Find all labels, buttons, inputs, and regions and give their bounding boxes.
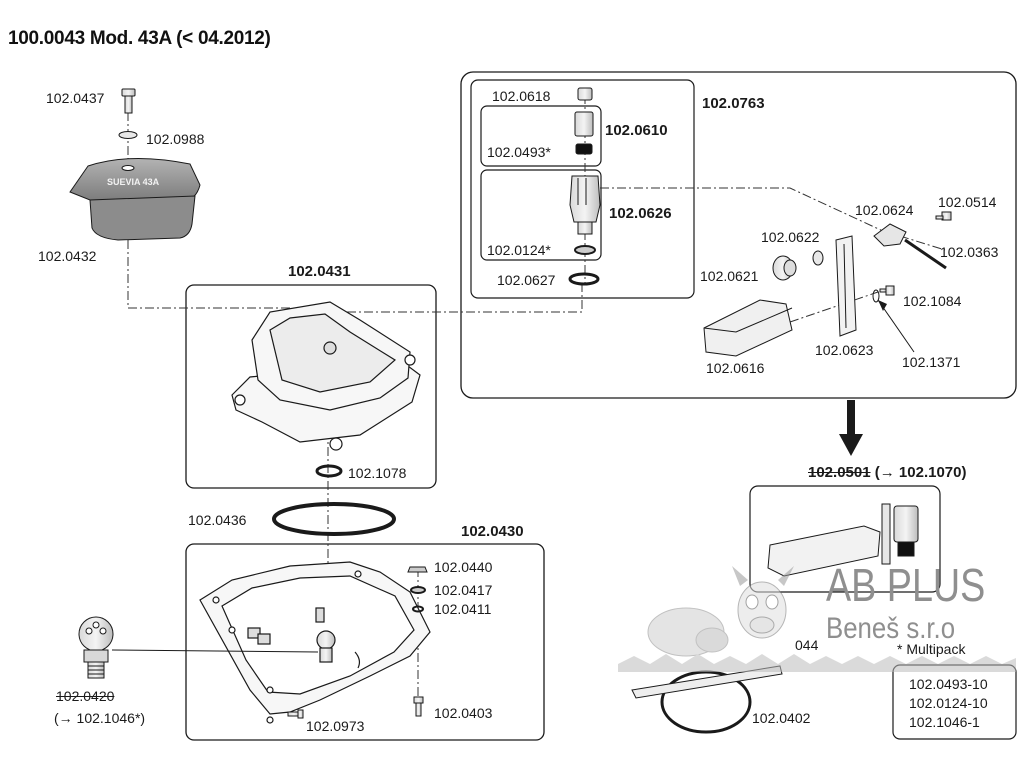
label-102-0436: 102.0436: [188, 512, 247, 528]
label-partial-044: 044: [795, 637, 819, 653]
label-102-0411: 102.0411: [434, 601, 492, 617]
paddle-102-0616: [703, 299, 793, 357]
lever-102-0624: [873, 223, 907, 247]
washer-102-0988: [118, 131, 138, 139]
assembly-line-lever: [600, 187, 886, 233]
multipack-item: 102.0493-10: [909, 676, 988, 692]
cap-102-0618: [577, 87, 593, 101]
label-102-0618: 102.0618: [492, 88, 551, 104]
label-102-0973: 102.0973: [306, 718, 365, 734]
group-label-102-0626: 102.0626: [609, 205, 672, 222]
leader-nipple: [111, 649, 319, 653]
frame-valve-group: [470, 79, 695, 299]
assembly-line-paddle: [789, 291, 879, 323]
label-102-0988: 102.0988: [146, 131, 205, 147]
group-label-102-0763: 102.0763: [702, 95, 765, 112]
label-102-0403: 102.0403: [434, 705, 493, 721]
frame-102-0763: [460, 71, 1017, 399]
pin-102-0363: [904, 238, 947, 270]
label-102-0514: 102.0514: [938, 194, 997, 210]
label-102-1046: (→ 102.1046*): [54, 710, 146, 726]
label-102-0124: 102.0124*: [487, 242, 551, 258]
valve-assembly-102-0501: [767, 503, 919, 577]
label-102-0624: 102.0624: [855, 202, 914, 218]
watermark-line2: Beneš s.r.o: [826, 612, 956, 645]
washer-102-0417: [410, 586, 426, 594]
frame-102-0626: [480, 169, 602, 261]
page-title: 100.0043 Mod. 43A (< 04.2012): [8, 28, 271, 49]
label-102-0621: 102.0621: [700, 268, 759, 284]
watermark-line1: AB PLUS: [826, 559, 986, 611]
leader-arrow-102-1371: [878, 300, 887, 311]
replacement-label: 102.0501 (→ 102.1070): [808, 465, 966, 481]
label-102-1371: 102.1371: [902, 354, 961, 370]
nipple-102-0420: [78, 616, 114, 679]
screw-102-0403: [413, 696, 424, 717]
washer-102-1371: [872, 289, 880, 303]
screw-102-1084: [879, 285, 895, 296]
label-102-0363: 102.0363: [940, 244, 999, 260]
washer-102-0411: [412, 605, 424, 613]
nut-102-0440: [407, 566, 428, 573]
bolt-102-0437: [121, 88, 136, 114]
bowl-102-0431: [231, 301, 421, 451]
replacement-old-part: 102.0501: [808, 464, 871, 481]
assembly-line-cover: [127, 240, 300, 309]
label-102-0627: 102.0627: [497, 272, 556, 288]
washer-102-0622: [812, 250, 824, 266]
rail-part: [631, 665, 783, 699]
ring-102-1078: [315, 464, 343, 478]
multipack-title: * Multipack: [897, 641, 966, 657]
label-102-0622: 102.0622: [761, 229, 820, 245]
label-102-1084: 102.1084: [903, 293, 962, 309]
seal-102-0124: [574, 245, 596, 255]
frame-102-0431: [185, 284, 437, 489]
frame-102-0430: [185, 543, 545, 741]
valve-body-102-0626: [569, 175, 601, 235]
label-102-0440: 102.0440: [434, 559, 493, 575]
frame-102-0501: [749, 485, 941, 593]
frame-102-0610: [480, 105, 602, 167]
knob-102-0621: [772, 255, 797, 281]
replacement-new-part: (→ 102.1070): [874, 464, 967, 481]
ring-102-0627: [568, 272, 600, 286]
assembly-line-bowl-valve: [330, 285, 583, 313]
gasket-102-0436: [272, 502, 396, 536]
label-102-0432: 102.0432: [38, 248, 97, 264]
screw-102-0973: [287, 709, 304, 719]
bracket-102-0623: [835, 235, 857, 337]
group-label-102-0430: 102.0430: [461, 523, 524, 540]
down-arrow: [839, 400, 863, 456]
multipack-item: 102.0124-10: [909, 695, 988, 711]
label-102-0420: 102.0420: [56, 688, 115, 704]
assembly-line-pin: [899, 235, 946, 251]
watermark-logo: [618, 566, 1016, 672]
label-102-0437: 102.0437: [46, 90, 105, 106]
label-102-0493: 102.0493*: [487, 144, 551, 160]
cover-102-0432: [69, 157, 201, 241]
group-label-102-0610: 102.0610: [605, 122, 668, 139]
screw-102-0514: [935, 211, 952, 221]
cover-brand-label: SUEVIA 43A: [107, 177, 160, 187]
label-102-0623: 102.0623: [815, 342, 874, 358]
label-102-0417: 102.0417: [434, 582, 493, 598]
label-102-0402: 102.0402: [752, 710, 811, 726]
base-102-0430: [199, 561, 431, 724]
group-label-102-0431: 102.0431: [288, 263, 351, 280]
label-102-0616: 102.0616: [706, 360, 765, 376]
label-102-1078: 102.1078: [348, 465, 407, 481]
multipack-item: 102.1046-1: [909, 714, 980, 730]
piston-102-0610: [574, 111, 594, 155]
